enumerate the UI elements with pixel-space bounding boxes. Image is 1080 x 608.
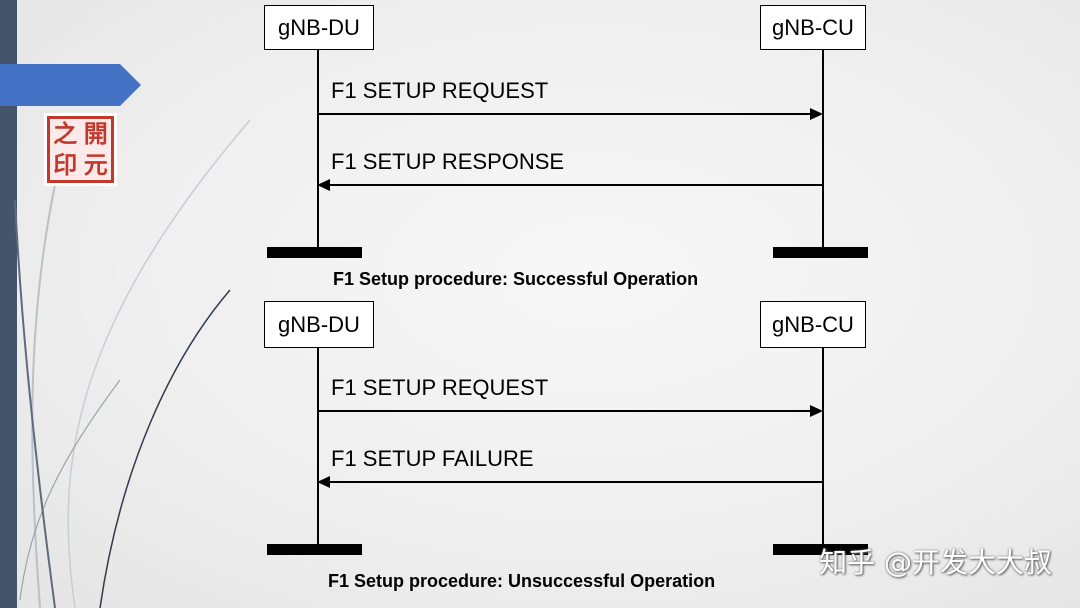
failure-arrow [317,476,823,488]
seal-glyph: 元 [83,149,108,179]
diagram-caption: F1 Setup procedure: Unsuccessful Operati… [328,571,716,591]
du-node: gNB-DU [264,301,374,348]
decorative-curves [14,119,251,608]
request-message-label: F1 SETUP REQUEST [331,375,549,400]
du-lifeline [317,348,319,545]
du-terminator [267,247,362,258]
cu-node: gNB-CU [760,5,866,50]
arrow-banner-icon [0,64,141,106]
seal-logo: 之 開 印 元 [44,113,117,186]
failure-message-label: F1 SETUP FAILURE [331,446,534,471]
seal-glyph: 開 [83,119,108,149]
cu-label: gNB-CU [772,311,854,337]
seal-glyph: 印 [53,149,78,179]
cu-node: gNB-CU [760,301,866,348]
seal-glyph: 之 [53,119,78,149]
du-label: gNB-DU [278,14,360,40]
cu-lifeline [822,348,824,545]
request-message-label: F1 SETUP REQUEST [331,78,549,103]
du-label: gNB-DU [278,311,360,337]
request-arrow [318,405,823,417]
cu-terminator [773,247,868,258]
watermark-text: 知乎 @开发大大叔 [819,546,1052,579]
cu-terminator [773,544,868,555]
cu-lifeline [822,50,824,248]
du-lifeline [317,50,319,248]
response-arrow [317,179,823,191]
request-arrow [318,108,823,120]
du-node: gNB-DU [264,5,374,50]
left-accent-bar [0,0,17,608]
diagram-caption: F1 Setup procedure: Successful Operation [333,269,699,289]
response-message-label: F1 SETUP RESPONSE [331,149,565,174]
cu-label: gNB-CU [772,14,854,40]
du-terminator [267,544,362,555]
